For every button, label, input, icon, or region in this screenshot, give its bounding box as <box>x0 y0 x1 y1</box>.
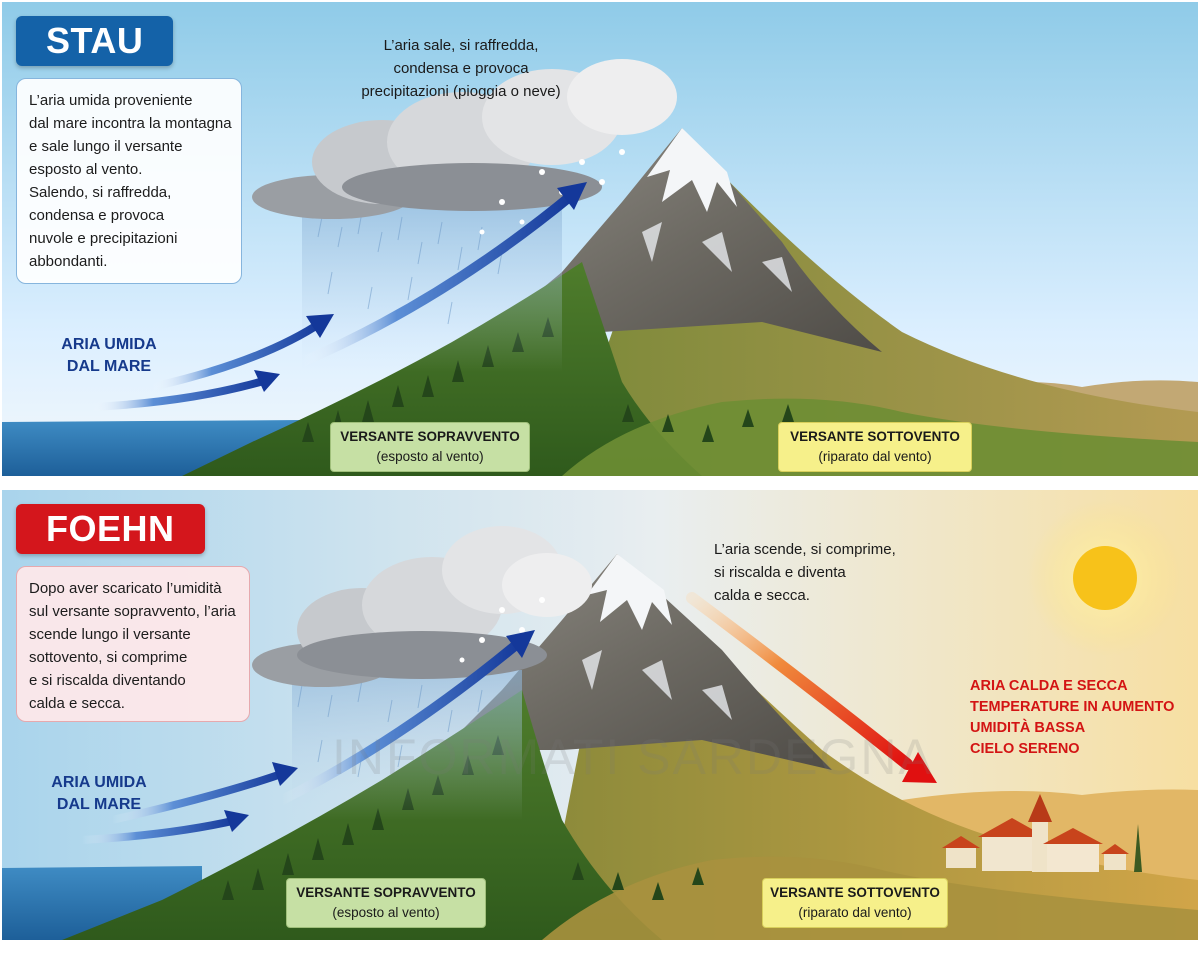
rain <box>292 670 522 820</box>
mountain <box>442 554 832 770</box>
stau-air-label-line: ARIA UMIDA <box>61 336 157 353</box>
foehn-warm-air-list: ARIA CALDA E SECCA TEMPERATURE IN AUMENT… <box>970 676 1174 760</box>
snow-cap <box>587 554 672 630</box>
foehn-leeward-label: VERSANTE SOTTOVENTO (riparato dal vento) <box>762 878 948 928</box>
foehn-descent-caption-line: L’aria scende, si comprime, <box>714 541 896 558</box>
stau-description-line: esposto al vento. <box>29 161 143 178</box>
snowflakes <box>479 149 625 235</box>
foehn-descent-caption-line: si riscalda e diventa <box>714 564 846 581</box>
snowflakes <box>459 597 545 663</box>
foehn-descent-caption-line: calda e secca. <box>714 587 810 604</box>
rising-air-arrows <box>88 182 587 411</box>
foehn-windward-title: VERSANTE SOPRAVVENTO <box>296 885 476 900</box>
mountain <box>502 128 882 352</box>
stau-description-line: nuvole e precipitazioni <box>29 230 178 247</box>
storm-cloud <box>252 59 677 219</box>
stau-description-line: L’aria umida proveniente <box>29 92 193 109</box>
foehn-description-line: calda e secca. <box>29 695 125 712</box>
snow-cap <box>647 128 737 212</box>
warm-air-item: ARIA CALDA E SECCA <box>970 678 1128 694</box>
stau-description-line: Salendo, si raffredda, <box>29 184 172 201</box>
stau-cloud-caption-line: L’aria sale, si raffredda, <box>383 37 539 54</box>
village <box>942 794 1142 872</box>
foehn-windward-label: VERSANTE SOPRAVVENTO (esposto al vento) <box>286 878 486 928</box>
foehn-leeward-subtitle: (riparato dal vento) <box>798 905 912 920</box>
stau-air-label-line: DAL MARE <box>66 358 152 375</box>
stau-windward-label: VERSANTE SOPRAVVENTO (esposto al vento) <box>330 422 530 472</box>
warm-air-item: UMIDITÀ BASSA <box>970 720 1086 736</box>
foehn-description-line: Dopo aver scaricato l’umidità <box>29 580 222 597</box>
foehn-air-label-line: ARIA UMIDA <box>51 774 147 791</box>
stau-description-line: condensa e provoca <box>29 207 165 224</box>
stau-leeward-subtitle: (riparato dal vento) <box>818 449 932 464</box>
foehn-description-line: e si riscalda diventando <box>29 672 186 689</box>
sun <box>1073 546 1137 610</box>
foehn-description-line: sottovento, si comprime <box>29 649 188 666</box>
foehn-air-label-line: DAL MARE <box>56 796 142 813</box>
stau-leeward-label: VERSANTE SOTTOVENTO (riparato dal vento) <box>778 422 972 472</box>
warm-air-item: CIELO SERENO <box>970 741 1080 757</box>
foehn-title: FOEHN <box>16 504 205 554</box>
stau-cloud-caption-line: precipitazioni (pioggia o neve) <box>361 83 561 100</box>
stau-leeward-title: VERSANTE SOTTOVENTO <box>790 429 960 444</box>
stau-description: L’aria umida proveniente dal mare incont… <box>16 78 242 284</box>
foehn-description: Dopo aver scaricato l’umidità sul versan… <box>16 566 250 722</box>
descending-air-arrow <box>686 592 937 783</box>
watermark: INFORMATI SARDEGNA <box>332 729 934 785</box>
trees <box>302 317 794 442</box>
stau-description-line: dal mare incontra la montagna <box>29 115 232 132</box>
foehn-description-line: scende lungo il versante <box>29 626 191 643</box>
foehn-windward-subtitle: (esposto al vento) <box>332 905 440 920</box>
warm-air-item: TEMPERATURE IN AUMENTO <box>970 699 1175 715</box>
stau-panel: STAU L’aria umida proveniente dal mare i… <box>2 2 1198 476</box>
stau-description-line: e sale lungo il versante <box>29 138 183 155</box>
stau-cloud-caption-line: condensa e provoca <box>393 60 529 77</box>
foehn-leeward-title: VERSANTE SOTTOVENTO <box>770 885 940 900</box>
foehn-descent-caption: L’aria scende, si comprime, si riscalda … <box>714 538 896 607</box>
rising-air-arrows <box>78 630 535 844</box>
stau-windward-subtitle: (esposto al vento) <box>376 449 484 464</box>
stau-cloud-caption: L’aria sale, si raffredda, condensa e pr… <box>354 34 568 103</box>
foehn-description-line: sul versante sopravvento, l’aria <box>29 603 236 620</box>
stau-windward-title: VERSANTE SOPRAVVENTO <box>340 429 520 444</box>
foehn-air-label: ARIA UMIDA DAL MARE <box>44 772 154 816</box>
stau-title: STAU <box>16 16 174 66</box>
stau-description-line: abbondanti. <box>29 253 108 270</box>
stau-air-label: ARIA UMIDA DAL MARE <box>54 334 164 378</box>
foehn-panel: FOEHN Dopo aver scaricato l’umidità sul … <box>2 490 1198 940</box>
